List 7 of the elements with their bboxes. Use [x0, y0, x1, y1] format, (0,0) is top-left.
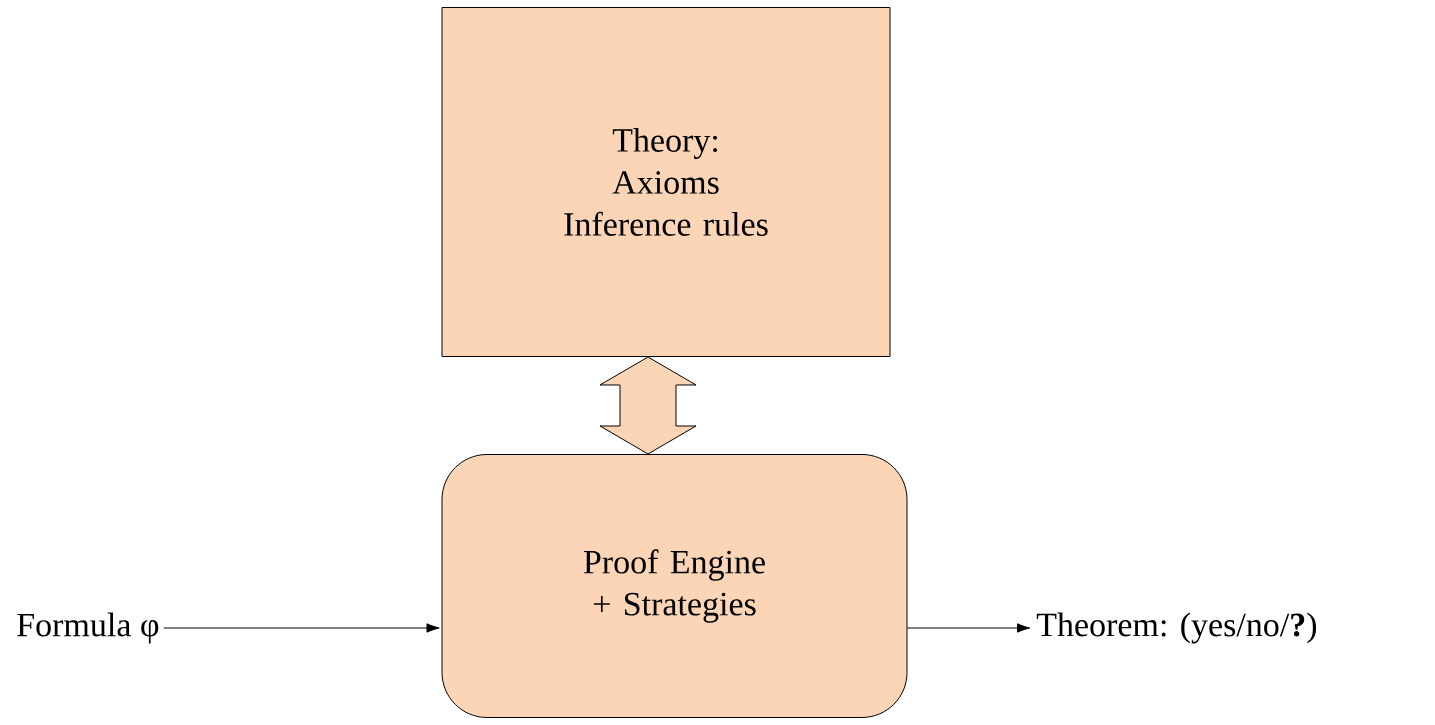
output-text: Theorem: (yes/no/?): [1036, 612, 1317, 644]
input-text: Formula φ: [17, 612, 159, 644]
theory-box: Theory: Axioms Inference rules: [441, 7, 891, 357]
arrow: [163, 623, 440, 633]
double-arrow: [599, 356, 697, 455]
arrow: [907, 623, 1031, 633]
engine-box: Proof Engine + Strategies: [441, 454, 908, 718]
